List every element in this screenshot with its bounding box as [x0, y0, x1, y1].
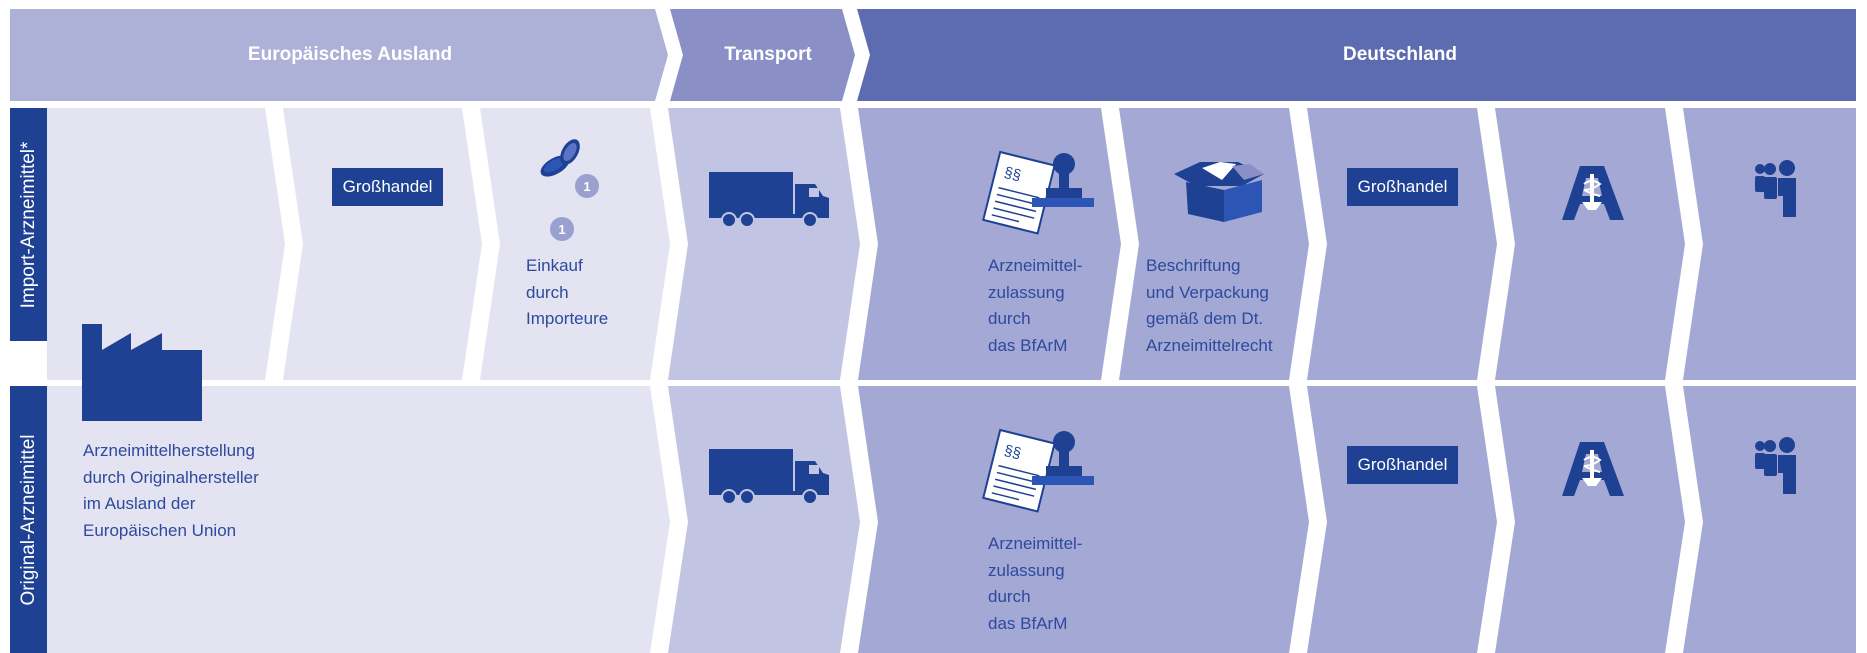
import-cell-1: [47, 108, 285, 380]
svg-text:1: 1: [558, 222, 565, 237]
import-cell-transport: [668, 108, 860, 380]
phase-europe-header: Europäisches Ausland: [247, 44, 453, 65]
row-label-import: Import-Arzneimittel*: [10, 108, 47, 341]
manufacturing-label: Arzneimittelherstellung durch Originalhe…: [83, 441, 259, 540]
truck-icon: [709, 172, 829, 228]
purchase-label: Einkauf durch Importeure: [526, 256, 609, 328]
wholesale-badge-europe: Großhandel: [332, 168, 443, 206]
original-cell-pharmacy: [1495, 386, 1685, 653]
truck-icon: [709, 449, 829, 505]
stamp-document-icon: §§: [982, 428, 1094, 513]
approval-label-import: Arzneimittel- zulassung durch das BfArM: [988, 256, 1083, 355]
original-cell-wholesale: [1307, 386, 1497, 653]
labeling-label: Beschriftung und Verpackung gemäß dem Dt…: [1146, 256, 1273, 355]
original-cell-transport: [668, 386, 860, 653]
people-icon: [1755, 437, 1796, 494]
pharmacy-icon: [1562, 166, 1624, 220]
import-cell-3: [480, 108, 670, 380]
import-cell-labeling: [1119, 108, 1309, 380]
header-europe-chevron: [10, 9, 668, 101]
original-cell-approval: [858, 386, 1309, 653]
original-cell-patients: [1683, 386, 1856, 653]
wholesale-badge-germany: Großhandel: [1347, 168, 1458, 206]
import-cell-2: [283, 108, 482, 380]
box-icon: [1174, 162, 1264, 222]
row-label-original: Original-Arzneimittel: [10, 386, 47, 653]
coins-icon: 1 1: [540, 139, 599, 241]
header-transport-chevron: [670, 9, 855, 101]
import-cell-wholesale: [1307, 108, 1497, 380]
phase-transport-header: Transport: [724, 44, 812, 65]
approval-label-original: Arzneimittel- zulassung durch das BfArM: [988, 534, 1083, 633]
import-cell-patients: [1683, 108, 1856, 380]
import-cell-approval: [858, 108, 1121, 380]
original-cell-manufacturing: [47, 386, 670, 653]
import-cell-pharmacy: [1495, 108, 1685, 380]
pharmacy-icon: [1562, 442, 1624, 496]
phase-germany-header: Deutschland: [1342, 44, 1458, 65]
svg-text:§§: §§: [1002, 442, 1022, 463]
people-icon: [1755, 160, 1796, 217]
svg-text:§§: §§: [1002, 164, 1022, 185]
svg-text:1: 1: [583, 179, 590, 194]
factory-icon: [82, 324, 202, 421]
stamp-document-icon: §§: [982, 150, 1094, 235]
header-germany-chevron: [857, 9, 1856, 101]
wholesale-badge-original: Großhandel: [1347, 446, 1458, 484]
